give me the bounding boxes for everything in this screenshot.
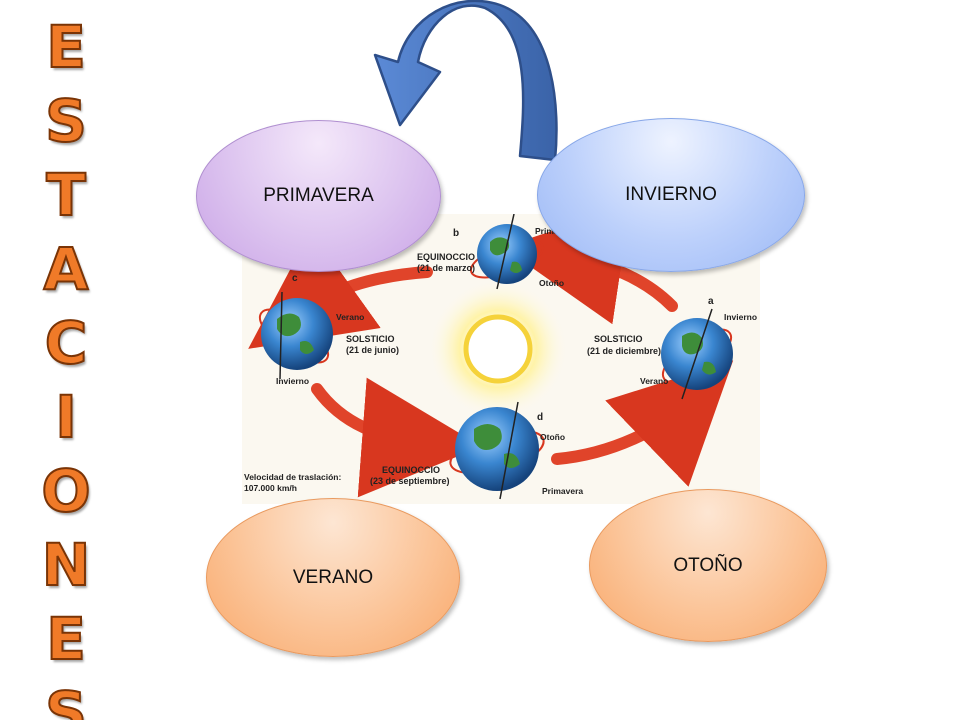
- sun-core-icon: [463, 314, 533, 384]
- title-letter: E: [45, 12, 87, 82]
- equinox-sept-label: EQUINOCCIO: [382, 465, 440, 475]
- d-otono-label: Otoño: [540, 432, 565, 442]
- earth-b-icon: [469, 214, 545, 290]
- equinox-march-label: EQUINOCCIO: [417, 252, 475, 262]
- solstice-june-label: SOLSTICIO: [346, 334, 395, 344]
- d-primavera-label: Primavera: [542, 486, 583, 496]
- orbit-arrow-d-to-a: [551, 360, 734, 487]
- title-letter: E: [45, 604, 87, 674]
- equinox-sept-date: (23 de septiembre): [370, 476, 450, 486]
- earth-d-icon: [449, 401, 545, 500]
- earth-c-icon: [258, 291, 333, 380]
- earth-a-icon: [661, 308, 733, 400]
- orbit-arrow-c-to-d: [311, 377, 482, 498]
- title-letter: A: [43, 234, 90, 304]
- otono-oval: OTOÑO: [589, 489, 827, 642]
- title-letter: T: [45, 160, 87, 230]
- solstice-june-date: (21 de junio): [346, 345, 399, 355]
- c-verano-label: Verano: [336, 312, 364, 322]
- title-letter: O: [40, 456, 91, 526]
- point-label-a: a: [708, 296, 714, 307]
- invierno-label: INVIERNO: [625, 184, 717, 205]
- vertical-title-estaciones: E S T A C I O N E S: [36, 10, 96, 720]
- otono-label: OTOÑO: [673, 554, 743, 576]
- primavera-oval: PRIMAVERA: [196, 120, 441, 272]
- solstice-dec-label: SOLSTICIO: [594, 334, 643, 344]
- title-letter: S: [44, 678, 88, 720]
- solstice-dec-date: (21 de diciembre): [587, 346, 661, 356]
- point-label-d: d: [537, 412, 543, 423]
- verano-label: VERANO: [292, 566, 374, 588]
- equinox-march-date: (21 de marzo): [417, 263, 475, 273]
- a-invierno-label: Invierno: [724, 312, 757, 322]
- point-label-b: b: [453, 228, 459, 239]
- title-letter: I: [54, 382, 78, 452]
- verano-oval: VERANO: [206, 498, 460, 657]
- title-letter: S: [44, 86, 88, 156]
- title-letter: C: [44, 308, 89, 378]
- b-otono-label: Otoño: [539, 278, 564, 288]
- primavera-label: PRIMAVERA: [263, 185, 374, 206]
- orbit-arrow-a-to-b: [502, 214, 678, 325]
- curved-arrow-icon: [373, 0, 558, 162]
- speed-value: 107.000 km/h: [244, 483, 297, 493]
- c-invierno-label: Invierno: [276, 376, 309, 386]
- title-letter: N: [41, 530, 92, 600]
- speed-label: Velocidad de traslación:: [244, 472, 341, 482]
- point-label-c: c: [292, 273, 298, 284]
- a-verano-label: Verano: [640, 376, 668, 386]
- earth-orbit-diagram: b EQUINOCCIO (21 de marzo) Primavera Oto…: [242, 214, 760, 504]
- invierno-oval: INVIERNO: [537, 118, 805, 272]
